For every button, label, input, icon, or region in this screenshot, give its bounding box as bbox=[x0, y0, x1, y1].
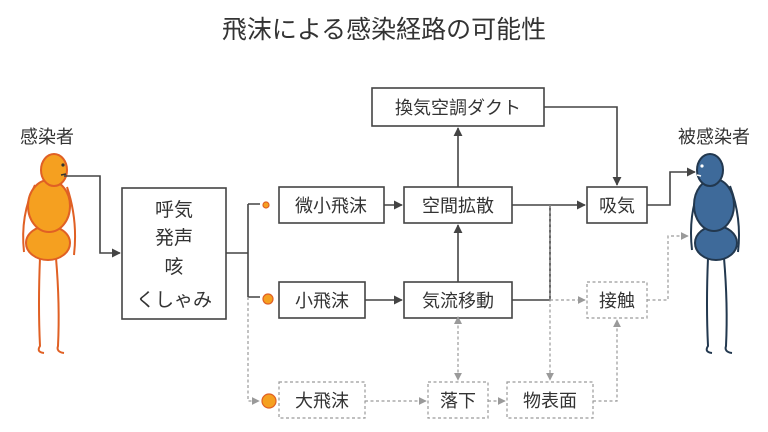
small-droplet-label: 小飛沫 bbox=[295, 291, 349, 312]
branch-dashed-line bbox=[247, 297, 260, 405]
exhalation-source-box bbox=[121, 187, 227, 320]
source-line-exhale: 呼気 bbox=[155, 199, 193, 221]
micro-droplet-label: 微小飛沫 bbox=[295, 196, 367, 217]
arrow-duct-to-inhalation bbox=[544, 106, 622, 186]
arrow-mouth-to-source bbox=[64, 175, 121, 258]
inhalation-label: 吸気 bbox=[599, 196, 635, 217]
recipient-person-figure bbox=[690, 153, 740, 354]
hvac-duct-label: 換気空調ダクト bbox=[395, 98, 521, 119]
source-line-sneeze: くしゃみ bbox=[136, 289, 212, 311]
contact-label: 接触 bbox=[599, 291, 635, 312]
infected-person-figure bbox=[22, 153, 77, 354]
recipient-person-label: 被感染者 bbox=[678, 127, 750, 148]
arrow-surface-to-contact bbox=[593, 319, 621, 402]
diagram-title: 飛沫による感染経路の可能性 bbox=[222, 15, 546, 44]
arrow-inhalation-to-recipient bbox=[647, 167, 696, 206]
large-droplet-box bbox=[278, 381, 366, 419]
surface-label: 物表面 bbox=[523, 391, 577, 412]
small-droplet-dot bbox=[262, 293, 274, 305]
source-line-cough: 咳 bbox=[164, 256, 183, 278]
surface-box bbox=[506, 381, 594, 419]
hvac-duct-box bbox=[371, 87, 545, 127]
infected-person-label: 感染者 bbox=[20, 127, 74, 148]
fall-label: 落下 bbox=[440, 391, 476, 412]
large-droplet-label: 大飛沫 bbox=[295, 391, 349, 412]
line-airflow-join bbox=[512, 205, 551, 301]
air-diffusion-label: 空間拡散 bbox=[422, 196, 494, 217]
micro-droplet-dot bbox=[262, 201, 270, 209]
fall-box bbox=[427, 381, 489, 419]
airflow-label: 気流移動 bbox=[422, 291, 494, 312]
large-droplet-dot bbox=[261, 393, 277, 409]
branch-solid-lines bbox=[226, 203, 260, 298]
source-line-speech: 発声 bbox=[155, 227, 193, 249]
arrow-contact-to-recipient bbox=[647, 232, 689, 301]
